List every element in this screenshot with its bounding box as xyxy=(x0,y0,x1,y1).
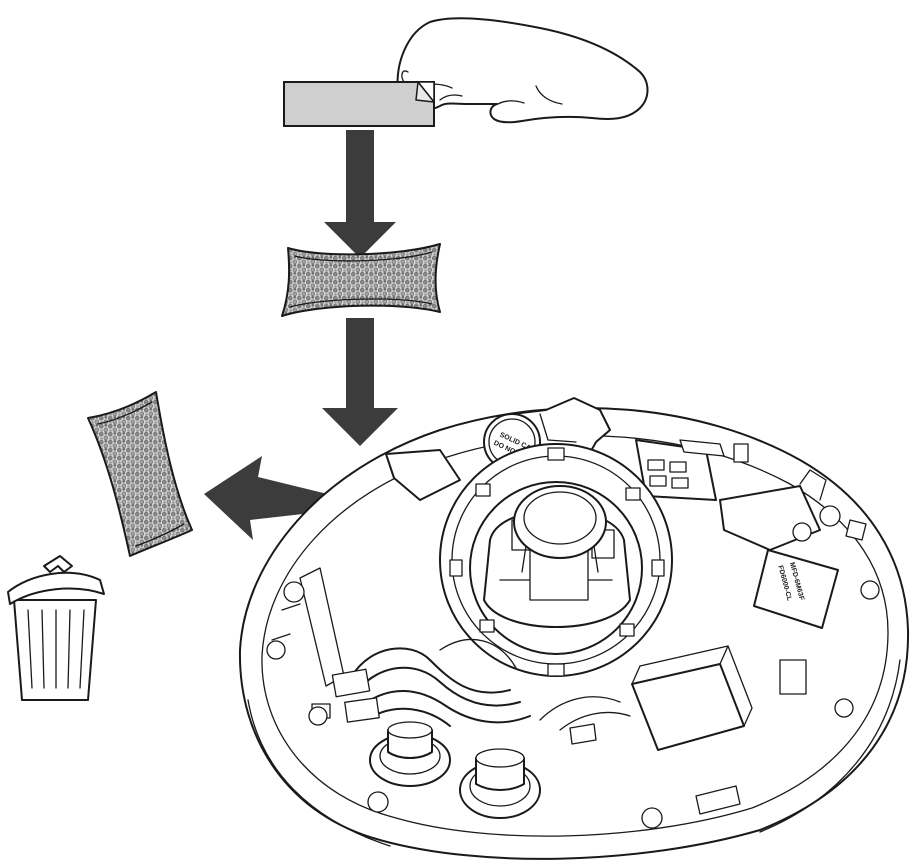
cable-gland-left xyxy=(369,721,451,787)
camera-base-illustration: SOLID CAP DO NOT REMOVE MFD-6M63F FD6000… xyxy=(238,397,910,860)
mounting-screws xyxy=(266,580,880,829)
lens-module xyxy=(439,443,673,677)
protective-tape xyxy=(283,81,435,127)
arrow-down-to-camera xyxy=(322,318,398,446)
old-desiccant-pack xyxy=(87,391,193,557)
new-desiccant-pack xyxy=(281,243,441,317)
model-label: MFD-6M63F FD6000-CL xyxy=(753,549,839,629)
arrow-down-to-desiccant xyxy=(324,130,396,258)
trash-can-icon xyxy=(7,555,105,701)
hand-illustration xyxy=(396,17,649,124)
cable-gland-right xyxy=(459,748,541,819)
connector-block xyxy=(635,439,749,501)
terminal-box xyxy=(631,645,807,751)
arrow-left-to-old-desiccant xyxy=(204,456,356,540)
